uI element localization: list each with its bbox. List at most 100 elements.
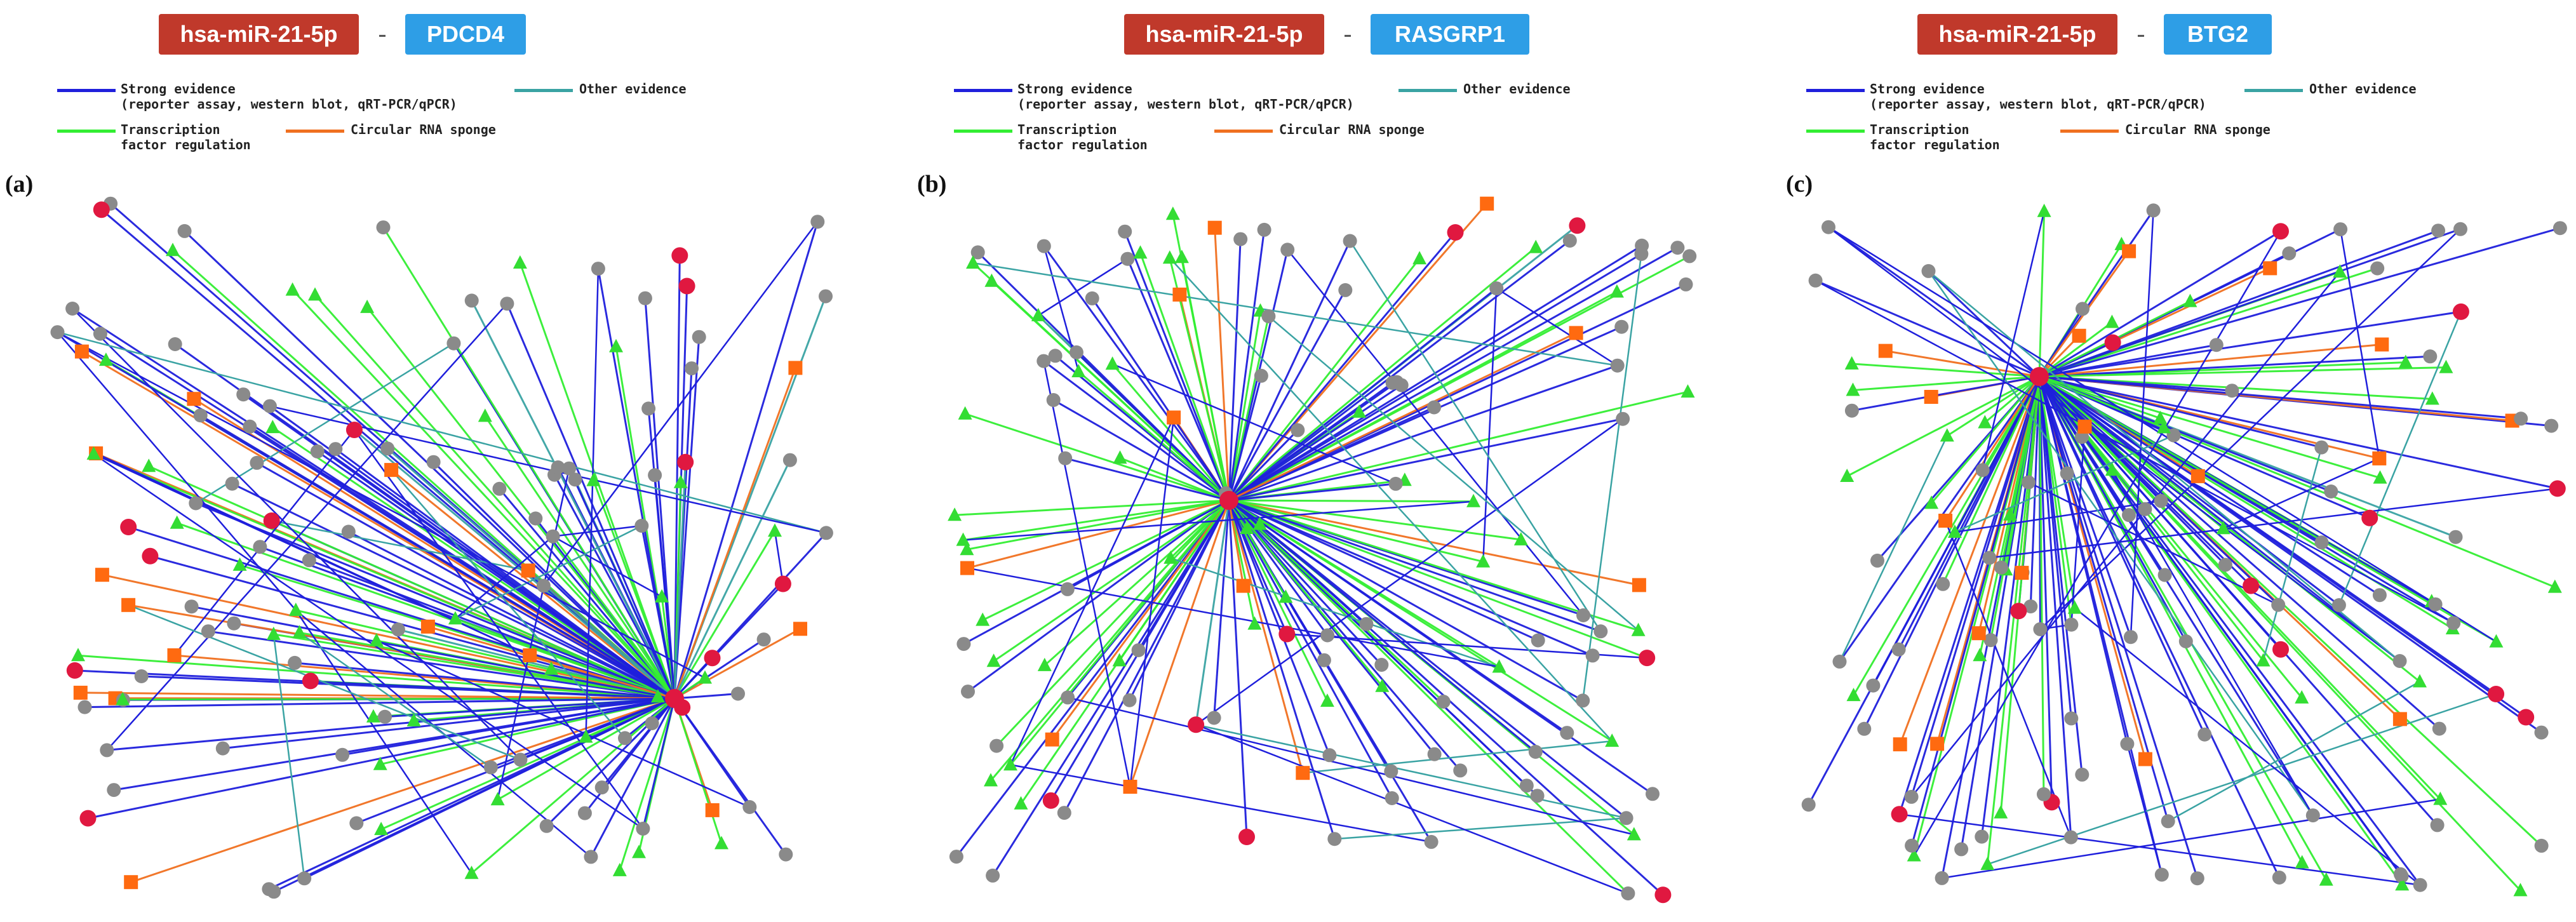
gene-node [250,455,264,470]
gene-node [1560,726,1574,740]
gene-node [262,399,277,413]
gene-node [1338,283,1353,297]
edge [2039,267,2378,378]
edge [348,531,675,700]
gene-node [2453,222,2467,236]
gene-node [2392,654,2407,668]
legend-circ-line [1214,130,1273,133]
gene-node [65,302,80,316]
edge [673,583,784,700]
center-node [2030,367,2049,386]
tf-node [1252,516,1267,530]
edge [366,306,676,699]
tf-node [373,756,387,770]
gene-node [2209,338,2224,352]
gene-node [2271,598,2286,612]
edge [2038,211,2046,377]
edge [231,483,675,700]
gene-node [341,524,356,539]
tf-node [98,352,113,366]
edge [1119,457,1230,502]
tf-node [650,689,665,703]
gene-node [2075,767,2090,782]
circrna-node [1045,732,1059,747]
edge [1885,350,2040,378]
gene-node [262,882,276,897]
gene-node [1359,617,1374,631]
edge [967,499,1230,693]
gene-node [2446,616,2461,631]
gene-node [2534,838,2549,853]
gene-node [2430,818,2445,832]
gene-node [638,291,652,305]
tf-node [966,255,980,269]
edge [1853,375,2040,391]
tf-node [292,625,307,639]
cross-edge [1913,230,2282,857]
gene-node [1069,345,1083,359]
edge [1137,500,1230,651]
gene-node [536,578,551,593]
gene-node [100,743,114,758]
tf-node [2256,653,2271,667]
cross-edge [2070,426,2086,625]
gene-node [1936,577,1950,591]
panel-c: hsa-miR-21-5p - BTG2 Strong evidence (re… [1717,0,2576,922]
gene-node [2448,530,2463,544]
tf-node [71,648,85,662]
edge [2039,355,2431,378]
cross-edge [72,308,521,761]
cross-edge [271,519,528,571]
node-layer [948,196,1697,904]
gene-node [1120,251,1135,266]
edge [2029,376,2041,607]
tf-node [285,282,300,296]
circrna-node [1207,220,1222,235]
tf-node [544,661,558,675]
gene-node [2033,622,2048,636]
gene-node [591,262,605,276]
edge [1853,376,2041,696]
tf-node [1844,356,1859,370]
gene-node [492,481,507,496]
tf-node [464,865,479,879]
circrna-node [167,648,182,662]
cross-edge [1989,488,2558,559]
gene-node [1585,648,1600,663]
cross-edge [1954,434,2175,533]
edge [1213,500,1230,718]
cross-edge [1954,500,2161,533]
gene-node [1061,690,1075,705]
gene-node [378,709,392,724]
gene-node [1291,423,1305,438]
mirna-node [2010,603,2027,620]
edge [1228,500,1336,839]
edge [1124,231,1230,501]
mirna-node [1639,650,1656,667]
tf-node [586,472,601,486]
network-graph-b [948,196,1697,904]
gene-node [464,293,479,308]
tf-node [1105,356,1120,370]
target-badge: RASGRP1 [1371,14,1529,55]
gene-node [1453,763,1468,778]
cross-edge [2039,228,2461,630]
edge [529,654,675,700]
edge [1051,500,1230,740]
mirna-node [142,547,159,565]
gene-node [2063,830,2078,845]
edge [382,227,676,699]
edge [1228,500,1304,773]
gene-node [1384,764,1399,778]
cross-edge [1287,249,1584,616]
cross-edge [1581,253,1642,701]
mirna-node [678,277,695,295]
legend-other-line [514,89,573,92]
cross-edge [2262,447,2323,661]
circrna-node [1123,780,1137,794]
gene-node [2166,428,2181,443]
edge [1930,376,2041,504]
edge [1228,500,1461,772]
cross-edge [1169,257,1613,742]
edge [316,450,675,700]
